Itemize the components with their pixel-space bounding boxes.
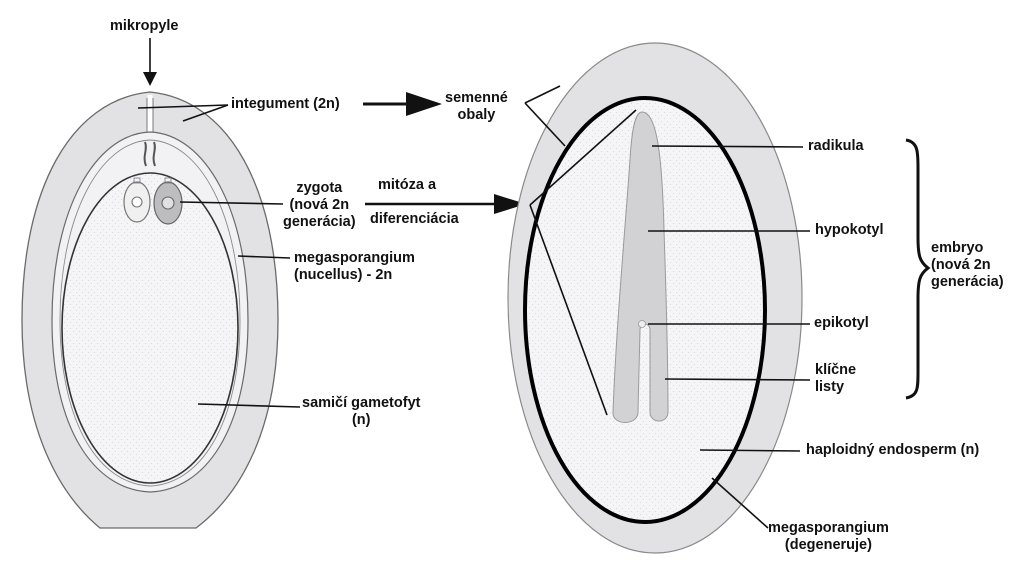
left-leaders bbox=[137, 38, 301, 408]
label-radikula: radikula bbox=[808, 138, 864, 154]
label-zygota: zygota (nová 2n generácia) bbox=[283, 180, 356, 230]
embryo-brace bbox=[905, 138, 931, 400]
label-semenne-obaly: semenné obaly bbox=[445, 90, 508, 123]
seed bbox=[507, 42, 803, 554]
label-integument: integument (2n) bbox=[231, 96, 340, 112]
transition-arrows bbox=[363, 92, 526, 214]
label-megasporangium-nucellus: megasporangium (nucellus) - 2n bbox=[294, 250, 415, 283]
label-megasporangium-degeneruje: megasporangium (degeneruje) bbox=[768, 520, 889, 553]
label-klicne-listy: klíčne listy bbox=[815, 362, 857, 395]
embryo-shape bbox=[612, 111, 669, 423]
label-samici-gametofyt: samičí gametofyt (n) bbox=[302, 395, 421, 428]
gametophyte-shape bbox=[61, 172, 239, 484]
ovule bbox=[21, 91, 279, 529]
label-embryo: embryo (nová 2n generácia) bbox=[931, 240, 1004, 290]
seed-leaders bbox=[524, 85, 811, 529]
arrow-integument-to-coats bbox=[406, 92, 442, 116]
label-mikropyle: mikropyle bbox=[110, 18, 179, 34]
label-epikotyl: epikotyl bbox=[814, 315, 869, 331]
label-haploidny-endosperm: haploidný endosperm (n) bbox=[806, 442, 980, 458]
label-diferenciacia: diferenciácia bbox=[370, 211, 459, 227]
label-mitoza: mitóza a bbox=[378, 177, 437, 193]
arrow-zygote-to-embryo bbox=[494, 194, 526, 214]
label-hypokotyl: hypokotyl bbox=[815, 222, 884, 238]
